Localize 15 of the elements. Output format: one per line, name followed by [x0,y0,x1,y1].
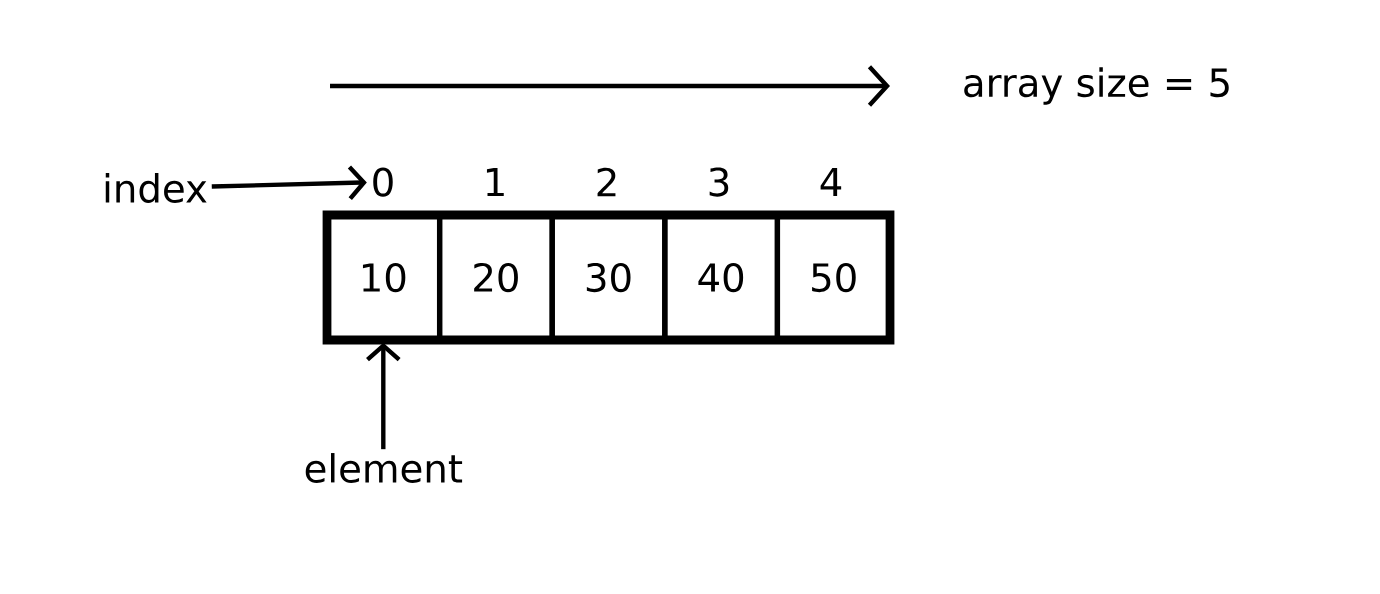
text-label: index [105,173,207,203]
text-label: 3 [709,167,729,197]
array-cell: 40 [662,212,781,343]
array-cell: 50 [774,212,893,343]
text-label: 2 [597,167,616,197]
size-label: array size = 5 [964,67,1229,105]
text-label: element [305,453,463,483]
text-label: 1 [486,167,504,197]
text-label: 4 [820,167,842,197]
array-cell: 30 [549,212,668,343]
text-label: 0 [373,167,393,197]
array-box [322,210,895,345]
arrow [211,165,367,201]
array-cell: 20 [436,212,555,343]
arrow [366,342,401,450]
